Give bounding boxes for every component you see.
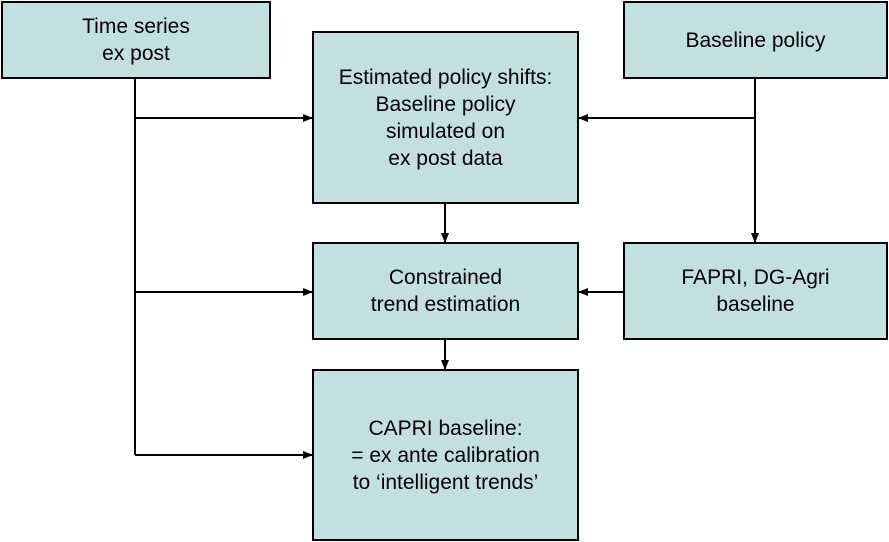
node-fapri-dgagri-line-2: baseline: [716, 293, 795, 316]
node-estimated-policy-shifts-line-1: Estimated policy shifts:: [338, 65, 553, 89]
node-estimated-policy-shifts-line-2: Baseline policy: [375, 92, 516, 116]
node-estimated-policy-shifts: Estimated policy shifts: Baseline policy…: [312, 31, 579, 204]
node-time-series-line-2: ex post: [102, 42, 170, 65]
node-capri-baseline-line-3: to ‘intelligent trends’: [352, 470, 539, 494]
node-capri-baseline: CAPRI baseline: = ex ante calibration to…: [312, 369, 579, 541]
node-constrained-trend-line-1: Constrained: [388, 266, 503, 289]
node-fapri-dgagri: FAPRI, DG-Agri baseline: [623, 242, 888, 340]
node-capri-baseline-line-1: CAPRI baseline:: [368, 416, 523, 440]
node-constrained-trend: Constrained trend estimation: [312, 242, 579, 340]
node-fapri-dgagri-line-1: FAPRI, DG-Agri: [681, 266, 830, 289]
node-time-series-line-1: Time series: [82, 15, 190, 38]
node-constrained-trend-line-2: trend estimation: [370, 293, 521, 316]
node-time-series: Time series ex post: [1, 1, 271, 79]
node-estimated-policy-shifts-line-4: ex post data: [388, 146, 503, 170]
node-estimated-policy-shifts-line-3: simulated on: [385, 119, 506, 143]
node-baseline-policy-line-1: Baseline policy: [685, 28, 826, 52]
node-capri-baseline-line-2: = ex ante calibration: [351, 443, 540, 467]
node-baseline-policy: Baseline policy: [623, 1, 888, 79]
